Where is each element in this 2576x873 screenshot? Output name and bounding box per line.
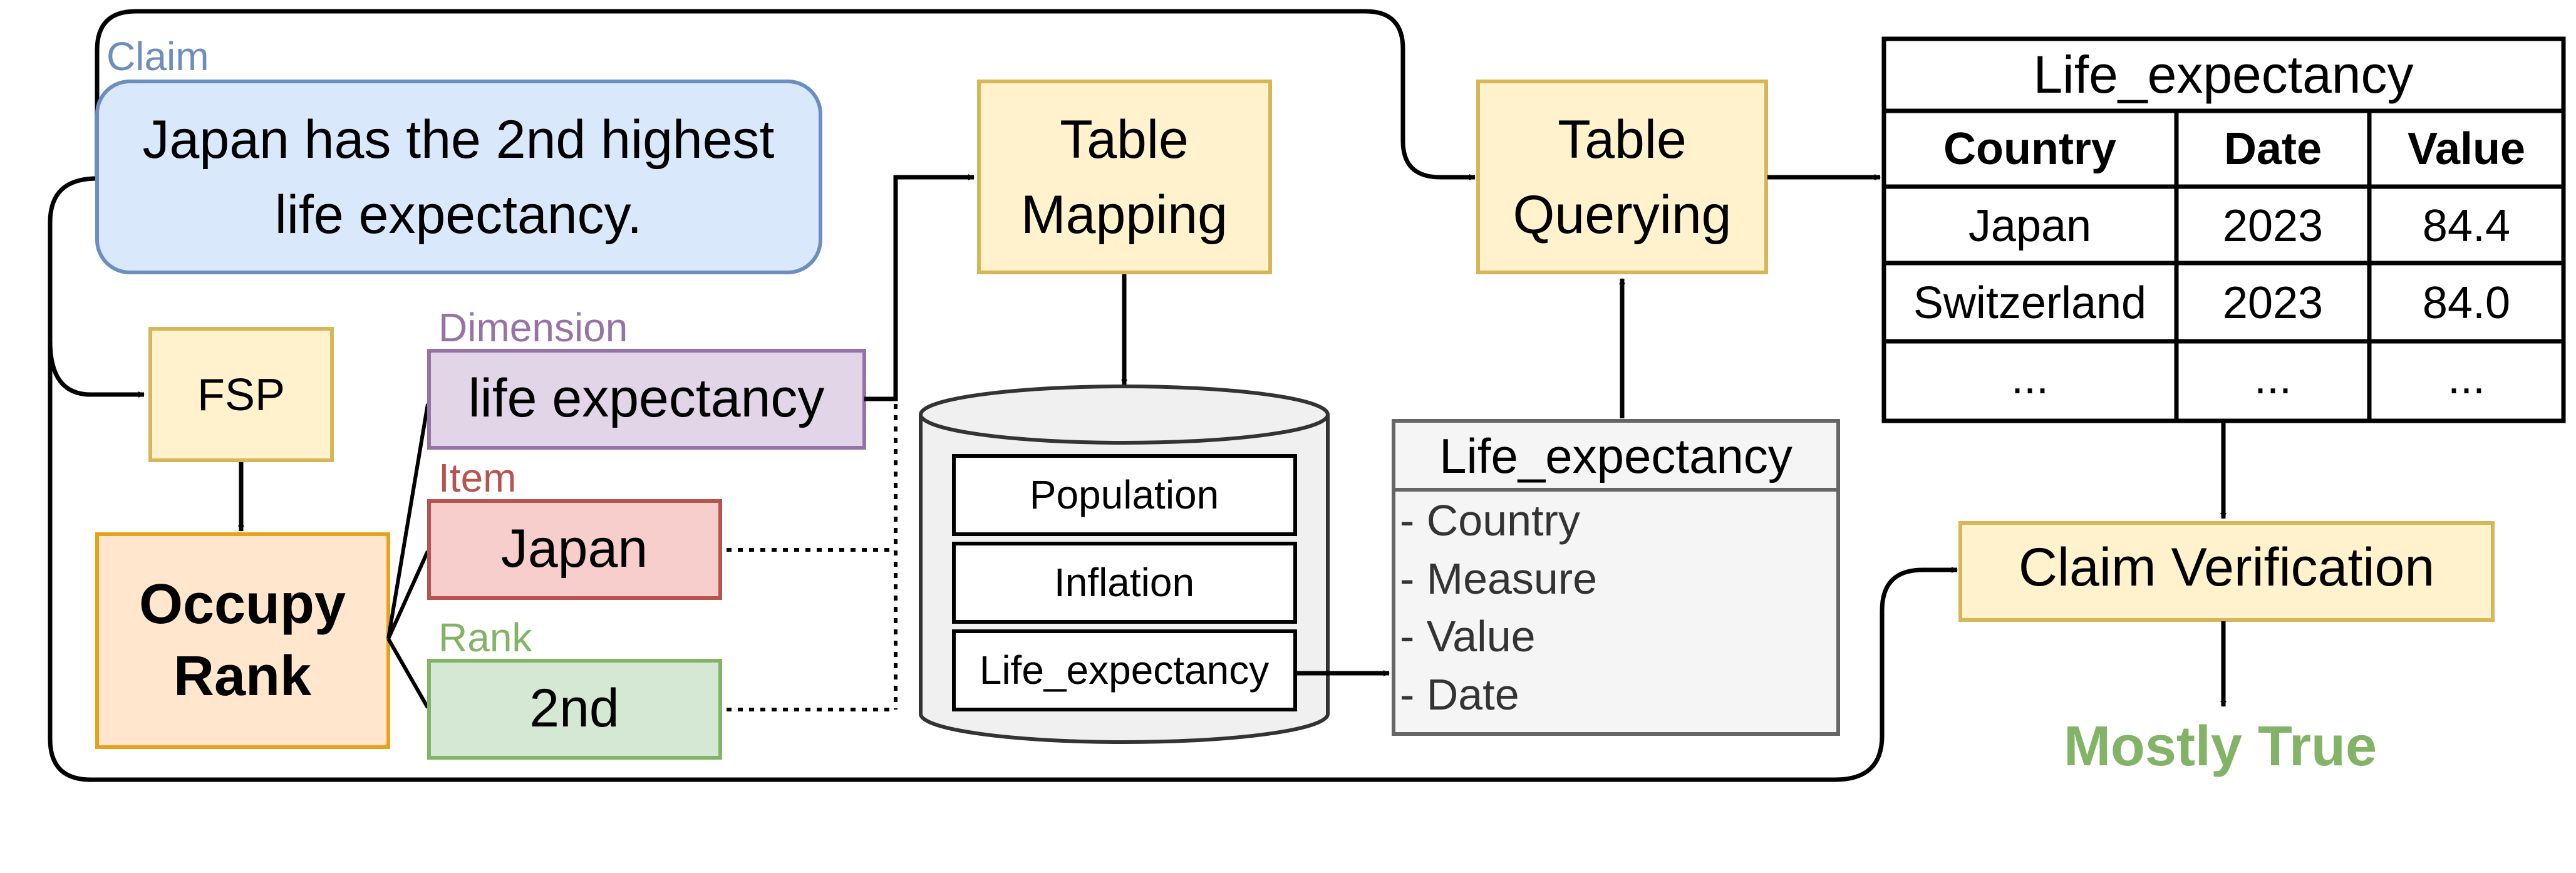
occupy-to-rank-line	[386, 638, 430, 709]
occupy-to-dimension-line	[386, 403, 430, 639]
claim-verification-box	[1958, 521, 2495, 622]
result-cell: Switzerland	[1913, 278, 2146, 328]
fsp-box	[148, 327, 334, 462]
rank-box	[427, 659, 722, 760]
result-cell: ...	[2448, 353, 2485, 403]
result-cell: 2023	[2223, 278, 2323, 328]
verdict-label: Mostly True	[2064, 715, 2377, 778]
result-header-country: Country	[1943, 124, 2116, 174]
item-value: Japan	[501, 519, 648, 579]
db-table-population-label: Population	[1030, 472, 1219, 517]
result-header-value: Value	[2408, 124, 2525, 174]
claim-verification-label: Claim Verification	[2019, 537, 2434, 597]
schema-field-value: - Value	[1400, 612, 1536, 661]
claim-box	[95, 80, 822, 274]
claim-to-fsp-connector	[48, 341, 145, 398]
db-table-life-expectancy	[952, 629, 1297, 711]
table-mapping-line1: Table	[1060, 110, 1189, 170]
table-querying-line1: Table	[1558, 110, 1687, 170]
table-querying-line2: Querying	[1513, 185, 1732, 245]
outer-loop-connector	[95, 9, 1476, 180]
db-table-life-expectancy-label: Life_expectancy	[980, 648, 1270, 693]
schema-field-date: - Date	[1400, 670, 1519, 719]
claim-text-line2: life expectancy.	[275, 185, 642, 245]
result-header-date: Date	[2224, 124, 2322, 174]
occupy-rank-line1: Occupy	[139, 573, 346, 636]
dimension-value: life expectancy	[468, 368, 825, 428]
result-cell: ...	[2254, 353, 2292, 403]
schema-field-country: - Country	[1400, 496, 1580, 545]
occupy-rank-line2: Rank	[173, 645, 312, 708]
dimension-to-mapping-arrow	[864, 174, 975, 401]
item-label: Item	[438, 455, 516, 500]
occupy-rank-box	[95, 532, 390, 749]
rank-label: Rank	[438, 615, 532, 660]
item-box	[427, 499, 722, 600]
rank-value: 2nd	[529, 678, 619, 738]
table-querying-box	[1476, 80, 1768, 274]
db-table-population	[952, 454, 1297, 536]
db-table-inflation-label: Inflation	[1054, 560, 1194, 605]
schema-field-measure: - Measure	[1400, 554, 1597, 603]
result-cell: 2023	[2223, 201, 2323, 251]
result-cell: ...	[2011, 353, 2049, 403]
schema-box	[1392, 419, 1840, 736]
result-table-title: Life_expectancy	[2033, 45, 2413, 104]
db-table-inflation	[952, 542, 1297, 624]
occupy-to-item-line	[386, 550, 430, 640]
outer-loop-bottom	[48, 176, 1958, 782]
table-mapping-line2: Mapping	[1021, 185, 1228, 245]
result-cell: 84.0	[2423, 278, 2510, 328]
claim-label: Claim	[106, 34, 209, 79]
dimension-box	[427, 349, 866, 450]
dimension-label: Dimension	[438, 305, 628, 350]
result-cell: Japan	[1968, 201, 2091, 251]
schema-title: Life_expectancy	[1439, 428, 1792, 483]
claim-text-line1: Japan has the 2nd highest	[143, 110, 775, 170]
fsp-label: FSP	[197, 370, 285, 420]
table-mapping-box	[977, 80, 1272, 274]
result-table: Life_expectancy Country Date Value Japan…	[1881, 36, 2566, 423]
result-cell: 84.4	[2423, 201, 2510, 251]
database-cylinder-top	[919, 385, 1330, 445]
